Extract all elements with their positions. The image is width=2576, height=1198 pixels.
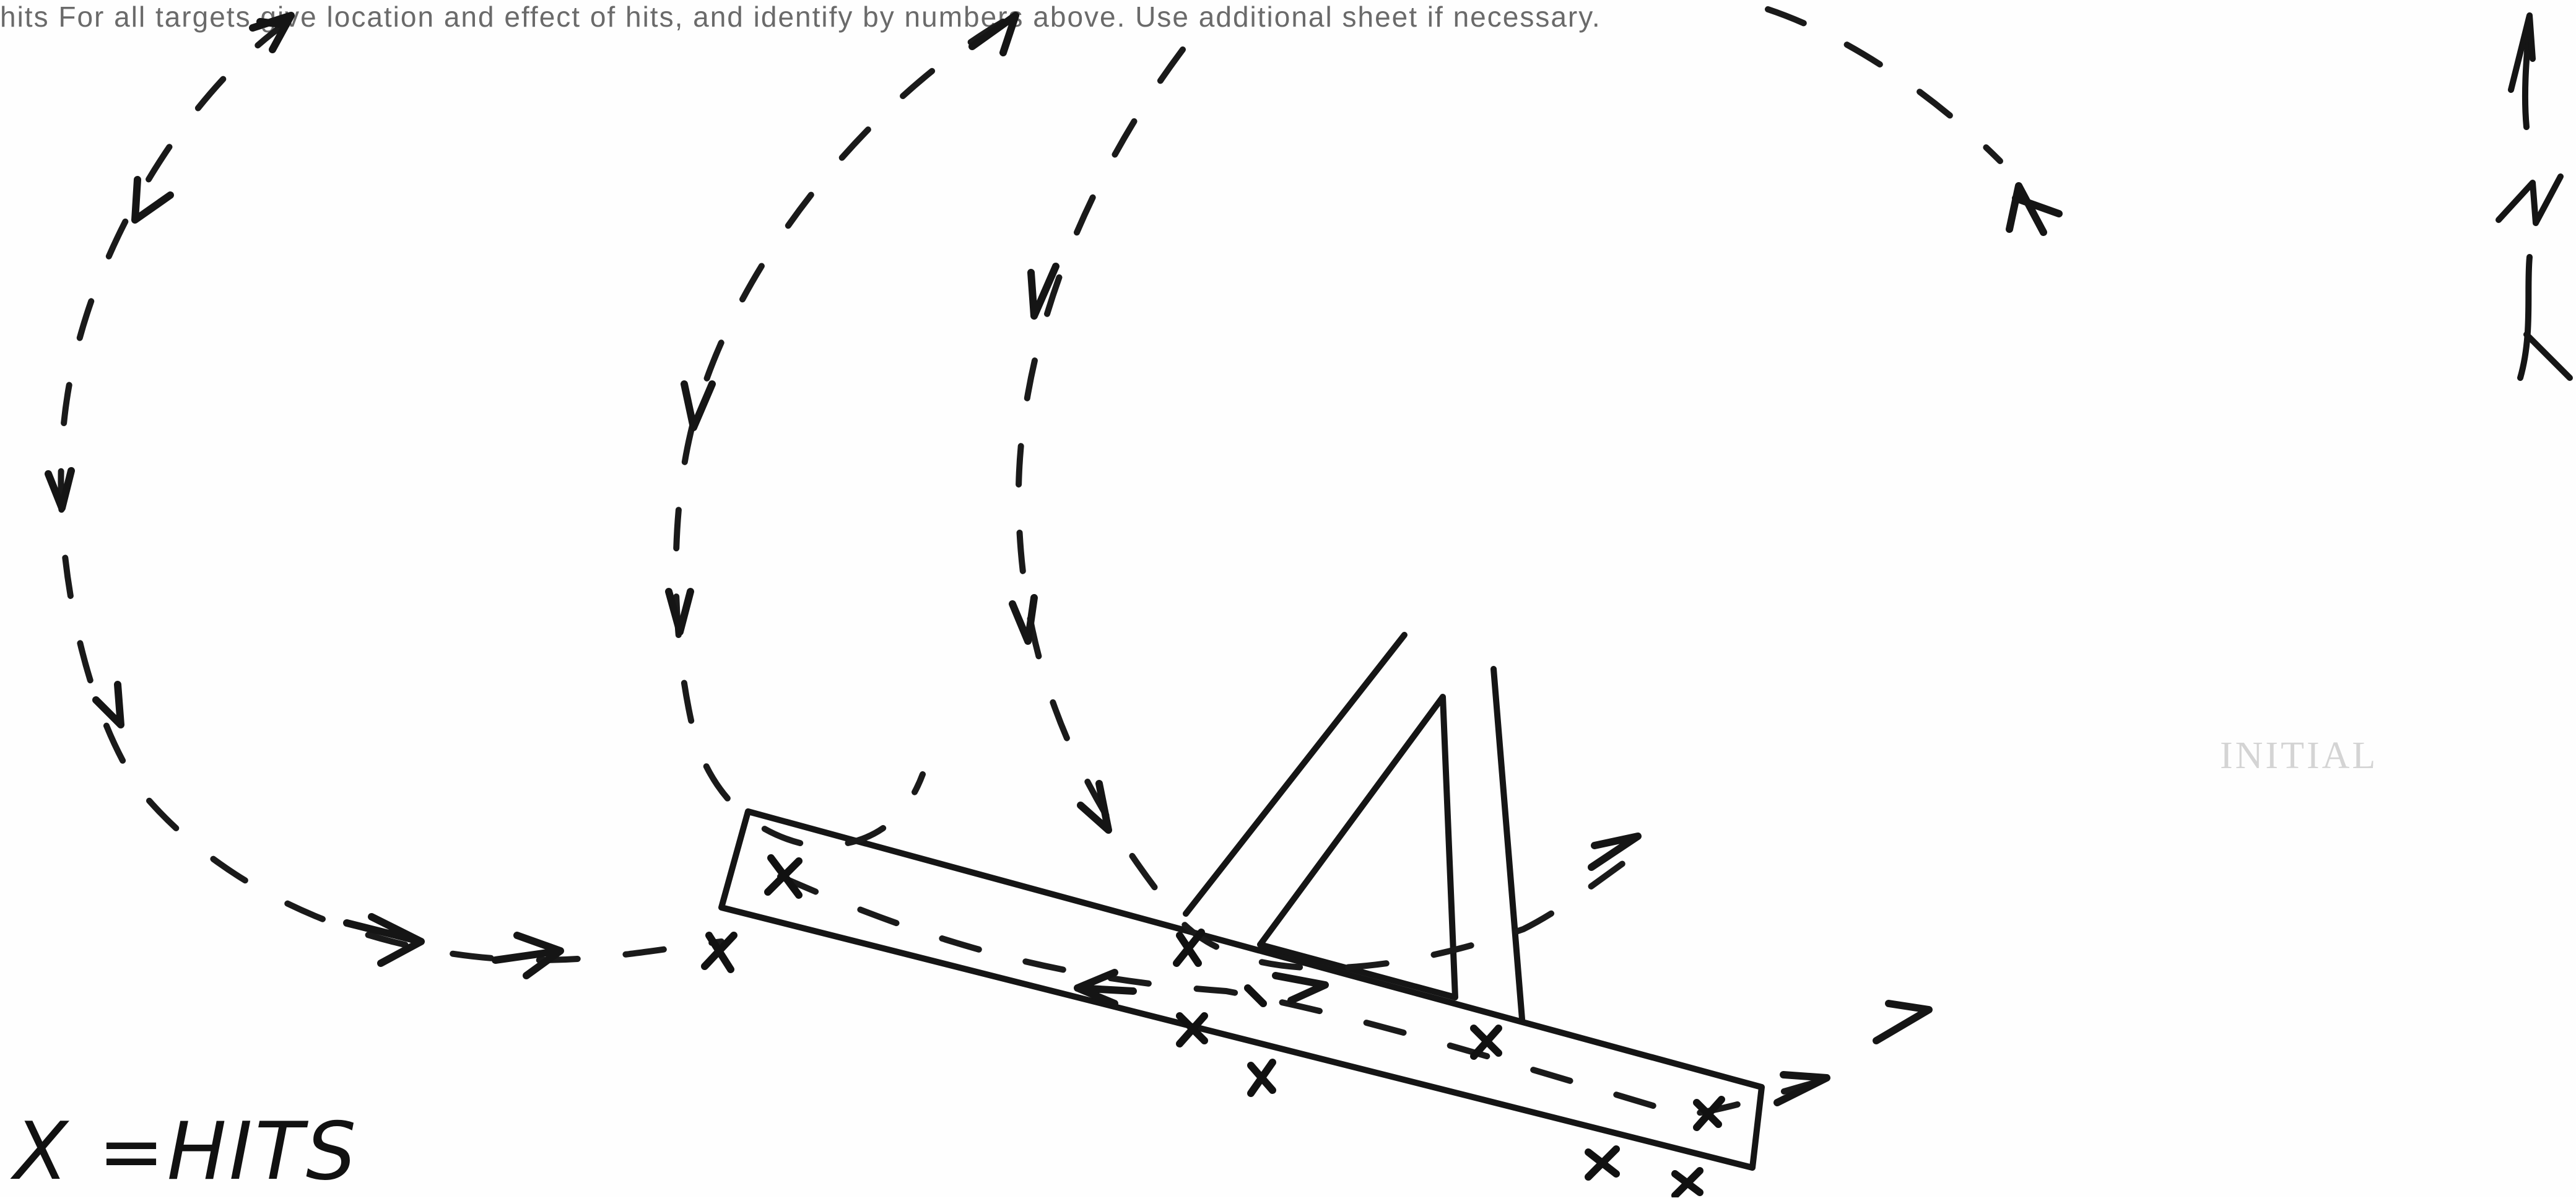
triangle-building [1260,697,1455,997]
direction-arrow-icon [1591,836,1638,867]
left-diagonal-wall [1186,635,1404,914]
direction-arrow-icon [1876,1003,1929,1041]
north-arrow-icon [2499,15,2570,378]
hit-marks [705,858,1721,1196]
hit-mark [1177,932,1201,963]
hit-mark [1675,1171,1700,1196]
hit-mark [1588,1149,1616,1177]
north-arrow-n-letter [2499,177,2561,223]
north-arrow-head [2511,15,2533,90]
direction-arrow-icon [495,935,560,976]
right-vertical-wall [1494,669,1522,1019]
direction-arrow-icon [1276,976,1325,1000]
north-arrow-shaft-bottom [2520,257,2570,378]
hit-mark [1251,1062,1273,1093]
hit-mark [1248,988,1263,1003]
direction-arrow-icon [2009,186,2059,232]
direction-arrow-icon [1012,598,1034,641]
direction-arrow-icon [684,384,712,427]
target-outline [721,635,1762,1168]
hit-mark [1474,1028,1499,1056]
runway-strip [721,811,1762,1168]
hits-legend: X =HITS [14,1106,359,1198]
direction-arrow-icon [96,684,121,725]
attack-pass-1 [61,22,721,960]
direction-arrow-icon [135,180,170,220]
hit-mark [768,858,799,895]
attack-pass-2 [676,22,1003,846]
attack-pass-5 [1768,9,2000,161]
